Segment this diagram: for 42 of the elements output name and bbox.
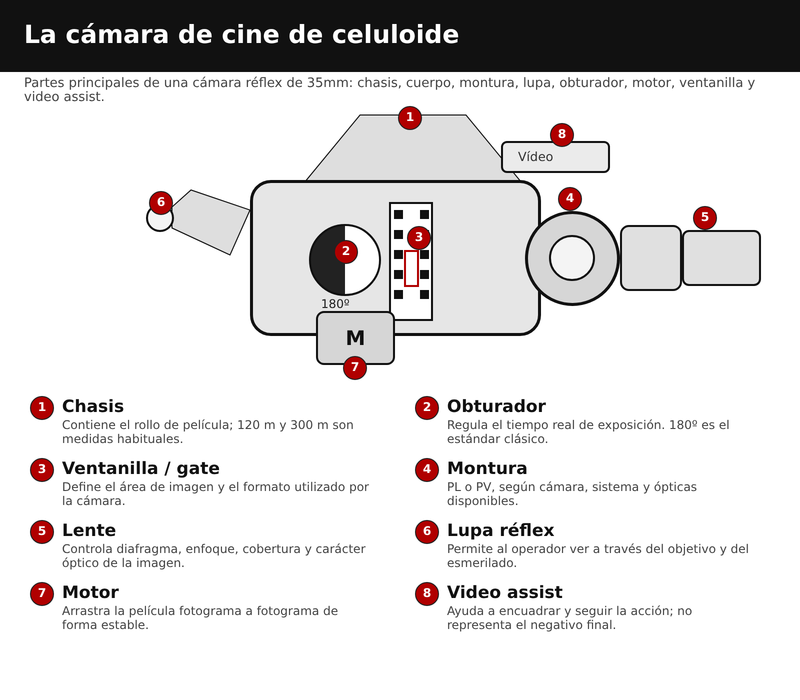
part-heading: Chasis [62,397,124,417]
callout-number: 6 [415,520,439,544]
callout-number: 5 [693,206,717,230]
callout-number: 6 [149,191,173,215]
motor-letter: M [346,326,366,350]
part-heading: Ventanilla / gate [62,459,220,479]
gate-aperture-frame [404,250,419,287]
part-label: Vídeo [518,150,554,164]
part-heading: Motor [62,583,119,603]
part-description: PL o PV, según cámara, sistema y ópticas disponibles. [447,480,698,508]
part-description: Define el área de imagen y el formato utilizado por la cámara. [62,480,370,508]
mount-opening [549,235,595,281]
callout-number: 3 [30,458,54,482]
part-heading: Video assist [447,583,563,603]
part-description: Permite al operador ver a través del objetivo y del esmerilado. [447,542,750,570]
callout-number: 8 [415,582,439,606]
part-heading: Obturador [447,397,546,417]
callout-number: 5 [30,520,54,544]
film-gate [389,202,433,321]
callout-number: 4 [415,458,439,482]
callout-number: 8 [550,123,574,147]
video-assist-box [501,141,610,173]
part-heading: Lupa réflex [447,521,555,541]
viewfinder-tube [171,189,251,256]
part-description: Ayuda a encuadrar y seguir la acción; no representa el negativo final. [447,604,694,632]
callout-number: 7 [30,582,54,606]
part-description: Arrastra la película fotograma a fotograma de forma estable. [62,604,340,632]
lens-barrel [620,225,682,291]
angle-label: 180º [321,297,350,311]
lens-front [682,230,761,286]
part-description: Contiene el rollo de película; 120 m y 300 m son medidas habituales. [62,418,355,446]
part-description: Regula el tiempo real de exposición. 180º es el estándar clásico. [447,418,731,446]
part-heading: Montura [447,459,528,479]
callout-number: 4 [558,187,582,211]
callout-number: 7 [343,356,367,380]
callout-number: 1 [398,106,422,130]
title: La cámara de cine de celuloide [24,19,460,51]
subtitle: Partes principales de una cámara réflex de 35mm: chasis, cuerpo, montura, lupa, obturador, motor, ventanilla y video assist. [24,77,756,105]
callout-number: 2 [415,396,439,420]
part-heading: Lente [62,521,116,541]
callout-number: 1 [30,396,54,420]
part-description: Controla diafragma, enfoque, cobertura y carácter óptico de la imagen. [62,542,366,570]
